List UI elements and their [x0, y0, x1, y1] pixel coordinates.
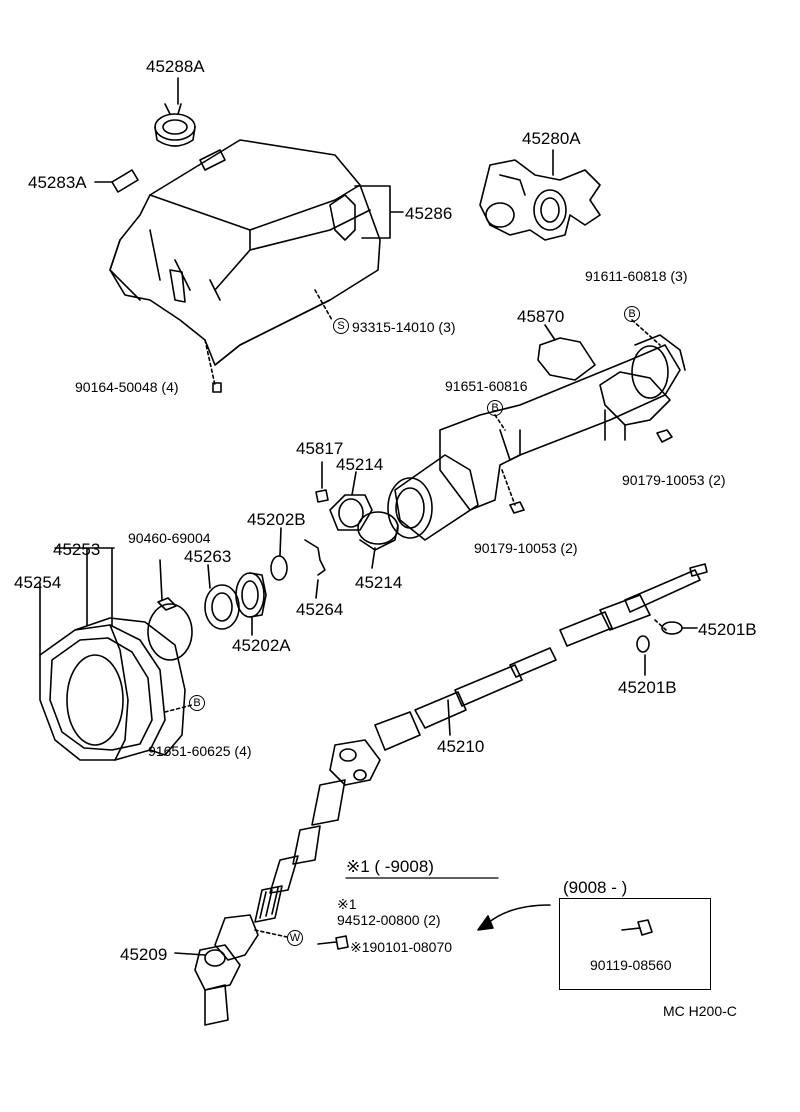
label-90101: ※190101-08070: [350, 939, 453, 955]
label-90460: 90460-69004: [128, 530, 211, 546]
label-star-1: ※1: [337, 896, 357, 912]
lower-shaft: [254, 779, 346, 923]
label-90179-a: 90179-10053 (2): [622, 472, 726, 488]
label-94512: 94512-00800 (2): [337, 912, 441, 928]
marker-b-2: B: [487, 400, 503, 416]
part-45214-upper: [329, 494, 373, 531]
marker-b-1: B: [624, 306, 640, 322]
part-45286-column-cover: [109, 139, 381, 366]
column-collar: [387, 454, 479, 541]
label-90164: 90164-50048 (4): [75, 379, 179, 395]
label-45214-b: 45214: [355, 573, 403, 592]
part-45201B-clip-b: [636, 635, 650, 653]
part-45254-boot: [39, 624, 166, 761]
label-45254: 45254: [14, 573, 62, 592]
diagram-code: MC H200-C: [663, 1003, 737, 1019]
label-91651-60625: 91651-60625 (4): [148, 743, 252, 759]
bolt-90119: [621, 919, 653, 936]
label-45209: 45209: [120, 945, 168, 964]
label-45280A: 45280A: [522, 129, 581, 148]
part-45201B-clip-a: [661, 621, 683, 635]
inset-range: (9008 - ): [563, 878, 628, 897]
marker-s: S: [333, 318, 349, 334]
label-45210: 45210: [437, 737, 485, 756]
universal-joint-upper: [329, 739, 381, 786]
screw-90164: [212, 382, 222, 393]
label-45264: 45264: [296, 600, 344, 619]
part-45210-shaft: [374, 563, 708, 751]
label-93315: 93315-14010 (3): [352, 319, 456, 335]
part-45253-boot: [66, 617, 186, 761]
part-45817: [315, 489, 329, 503]
label-45263: 45263: [184, 547, 232, 566]
label-45214-a: 45214: [336, 455, 384, 474]
label-45283A: 45283A: [28, 173, 87, 192]
label-91651-60816: 91651-60816: [445, 378, 528, 394]
part-45202B-ring: [270, 555, 288, 581]
part-45288A-ring: [154, 103, 196, 147]
part-45202A-bearing: [235, 572, 267, 618]
part-45209-joint: [194, 914, 259, 1026]
label-90119: 90119-08560: [590, 957, 672, 973]
nut-90179-a: [656, 429, 673, 443]
label-45870: 45870: [517, 307, 565, 326]
label-45253: 45253: [53, 540, 101, 559]
nut-90179-b: [509, 501, 525, 514]
pointer-arrow: [487, 904, 551, 924]
label-45202B: 45202B: [247, 510, 306, 529]
label-45202A: 45202A: [232, 636, 291, 655]
label-91611: 91611-60818 (3): [585, 268, 688, 284]
label-90179-b: 90179-10053 (2): [474, 540, 578, 556]
part-45283A-tag: [111, 169, 139, 193]
label-45817: 45817: [296, 439, 344, 458]
part-45264-spring: [304, 539, 326, 576]
clamp-90460: [147, 597, 193, 661]
marker-b-3: B: [189, 695, 205, 711]
note-1-range: ※1 ( -9008): [346, 857, 434, 876]
label-45288A: 45288A: [146, 57, 205, 76]
part-45214-lower: [357, 511, 399, 551]
part-45280A-bracket: [479, 159, 601, 241]
label-45201B-b: 45201B: [618, 678, 677, 697]
label-45286: 45286: [405, 204, 453, 223]
marker-w: W: [287, 930, 303, 946]
part-45263-ring: [204, 584, 240, 630]
label-45201B-a: 45201B: [698, 620, 757, 639]
bolt-90101: [317, 935, 349, 950]
inset-box: [559, 898, 711, 990]
